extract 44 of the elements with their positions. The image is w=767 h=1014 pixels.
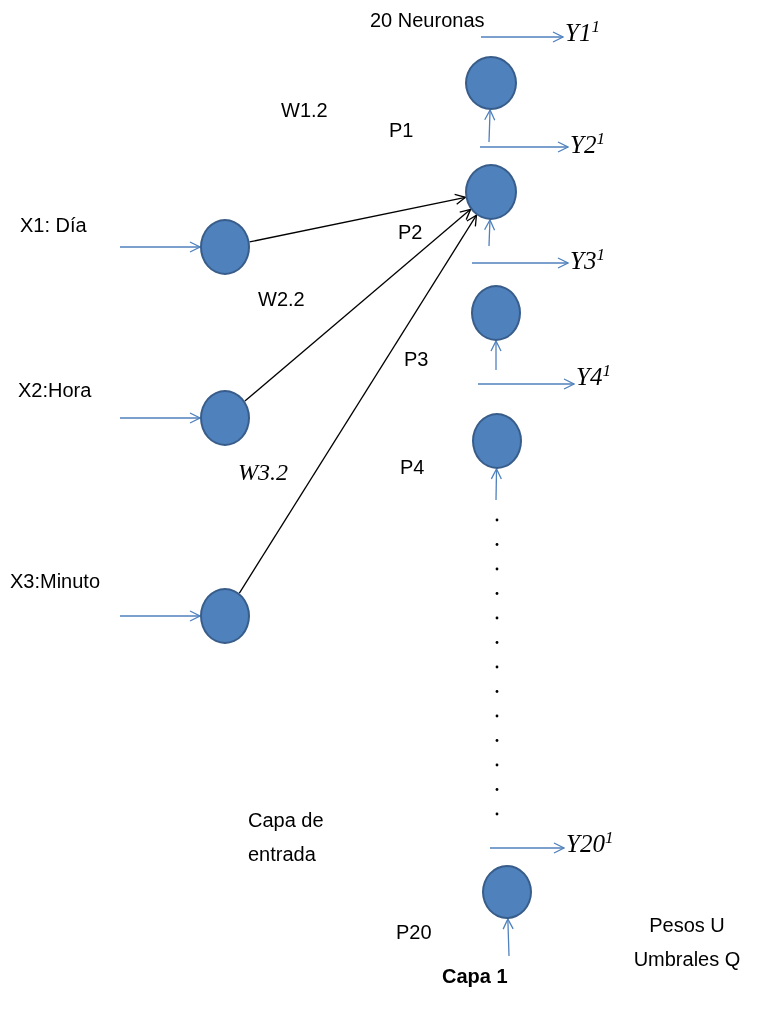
layer-heading: 20 Neuronas: [370, 8, 485, 32]
arrow: [479, 141, 569, 153]
neuron-circle: [471, 285, 521, 341]
arrow: [119, 610, 201, 622]
output-label: Y20$^{1}$: [566, 829, 614, 858]
neuron-circle: [472, 413, 522, 469]
input-label: X2:Hora: [18, 378, 92, 402]
layer-caption: Capa de entrada: [248, 808, 325, 867]
neuron-label: P3: [404, 347, 429, 371]
weight-label: W2.2: [258, 287, 305, 311]
neuron-circle: [482, 865, 532, 919]
output-label: Y2$^{1}$: [570, 130, 605, 159]
input-neuron-circle: [200, 588, 250, 644]
layer-caption: Capa 1: [442, 964, 508, 988]
arrow: [490, 468, 502, 501]
neuron-label: P4: [400, 455, 425, 479]
output-label: Y1$^{1}$: [565, 18, 600, 47]
arrow: [477, 378, 575, 390]
output-label: Y3$^{1}$: [570, 246, 605, 275]
arrow: [489, 842, 565, 854]
arrow: [483, 219, 496, 247]
neuron-label: P2: [398, 220, 423, 244]
neuron-label: P1: [389, 118, 414, 142]
arrow: [480, 31, 564, 43]
arrow: [244, 208, 472, 402]
neuron-circle: [465, 164, 517, 220]
arrow: [484, 109, 496, 143]
arrow: [119, 241, 201, 253]
neuron-circle: [465, 56, 517, 110]
input-neuron-circle: [200, 390, 250, 446]
arrow: [248, 193, 467, 243]
arrow: [119, 412, 201, 424]
output-label: Y4$^{1}$: [576, 362, 611, 391]
arrow: [490, 340, 502, 371]
arrow: [471, 257, 569, 269]
weight-label: W3.2: [238, 458, 288, 487]
neuron-label: P20: [396, 920, 432, 944]
input-label: X3:Minuto: [10, 569, 101, 593]
input-neuron-circle: [200, 219, 250, 275]
arrow: [238, 214, 478, 594]
input-label: X1: Día: [20, 213, 87, 237]
note-text: Pesos U Umbrales Q: [632, 913, 742, 972]
weight-label: W1.2: [281, 98, 328, 122]
arrow: [502, 918, 514, 957]
